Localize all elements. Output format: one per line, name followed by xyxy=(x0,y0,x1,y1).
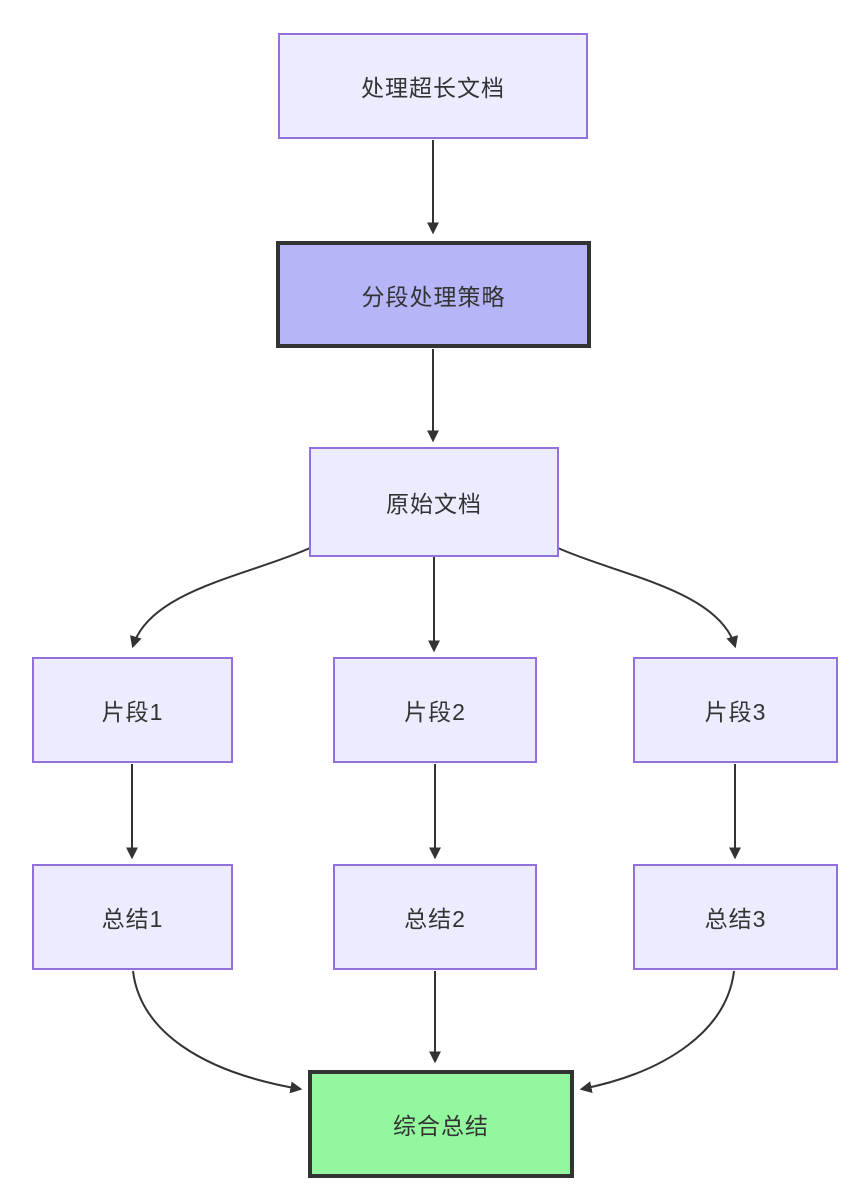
node-label: 原始文档 xyxy=(386,491,482,517)
edge-doc-seg3 xyxy=(557,547,738,649)
flowchart-node-segment-2: 片段2 xyxy=(333,657,537,763)
node-label: 综合总结 xyxy=(393,1113,489,1139)
flowchart-node-final-summary: 综合总结 xyxy=(308,1070,574,1178)
node-label: 总结3 xyxy=(704,906,767,932)
node-label: 片段2 xyxy=(404,699,466,725)
flowchart-node-start: 处理超长文档 xyxy=(278,33,588,139)
node-label: 总结2 xyxy=(404,906,466,932)
flowchart-node-summary-3: 总结3 xyxy=(633,864,838,970)
node-label: 分段处理策略 xyxy=(361,283,506,310)
node-label: 处理超长文档 xyxy=(361,75,505,101)
flowchart-node-strategy: 分段处理策略 xyxy=(276,241,591,348)
flowchart-node-segment-1: 片段1 xyxy=(32,657,233,763)
node-label: 总结1 xyxy=(101,906,164,932)
node-label: 片段3 xyxy=(704,699,767,725)
flowchart-node-segment-3: 片段3 xyxy=(633,657,838,763)
flowchart-node-original-doc: 原始文档 xyxy=(309,447,559,557)
node-label: 片段1 xyxy=(101,699,164,725)
edge-sum3-final xyxy=(579,970,735,1093)
flowchart-node-summary-2: 总结2 xyxy=(333,864,537,970)
flowchart-node-summary-1: 总结1 xyxy=(32,864,233,970)
edge-doc-seg1 xyxy=(130,547,311,649)
edge-sum1-final xyxy=(132,970,303,1094)
